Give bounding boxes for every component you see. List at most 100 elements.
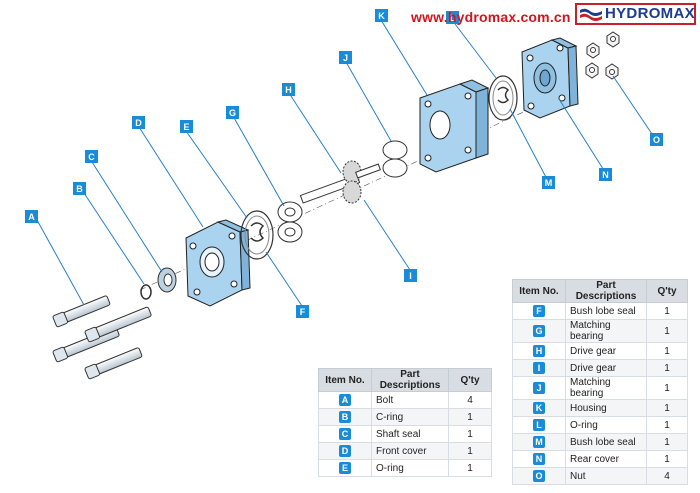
qty-cell: 1 xyxy=(646,302,688,320)
callout-label: A xyxy=(28,212,35,222)
qty-cell: 1 xyxy=(646,376,688,400)
item-cell: O xyxy=(512,467,566,485)
rear-cover-part xyxy=(521,37,579,119)
website-url[interactable]: www.hydromax.com.cn xyxy=(411,9,571,25)
item-cell: M xyxy=(512,433,566,451)
qty-cell: 1 xyxy=(448,408,492,426)
table-row: B C-ring 1 xyxy=(318,408,492,426)
item-cell: C xyxy=(318,425,372,443)
callout-label: K xyxy=(378,11,385,21)
matching-bearing-front-part xyxy=(277,201,303,243)
callout-label: H xyxy=(285,85,292,95)
table-row: C Shaft seal 1 xyxy=(318,425,492,443)
callout-g: G xyxy=(226,106,239,119)
item-badge: M xyxy=(533,436,545,448)
callout-label: J xyxy=(343,53,348,63)
item-badge: E xyxy=(339,462,351,474)
desc-cell: O-ring xyxy=(565,416,647,434)
qty-cell: 1 xyxy=(646,319,688,343)
callout-e: E xyxy=(180,120,193,133)
callout-f: F xyxy=(296,305,309,318)
callout-label: E xyxy=(183,122,189,132)
callout-label: M xyxy=(545,178,553,188)
callout-label: L xyxy=(450,13,456,23)
column-header-desc: Part Descriptions xyxy=(371,368,449,392)
desc-cell: Shaft seal xyxy=(371,425,449,443)
parts-table-left: Item No. Part Descriptions Q'ty A Bolt 4… xyxy=(318,368,492,477)
column-header-qty: Q'ty xyxy=(448,368,492,392)
parts-table-right: Item No. Part Descriptions Q'ty F Bush l… xyxy=(512,279,688,485)
table-row: H Drive gear 1 xyxy=(512,342,688,360)
table-row: E O-ring 1 xyxy=(318,459,492,477)
qty-cell: 1 xyxy=(646,433,688,451)
item-badge: N xyxy=(533,453,545,465)
c-ring-part xyxy=(140,284,152,300)
callout-label: O xyxy=(653,135,660,145)
item-badge: I xyxy=(533,362,545,374)
desc-cell: Matching bearing xyxy=(565,376,647,400)
qty-cell: 1 xyxy=(646,359,688,377)
table-row: K Housing 1 xyxy=(512,399,688,417)
item-badge: O xyxy=(533,470,545,482)
desc-cell: Front cover xyxy=(371,442,449,460)
callout-label: B xyxy=(76,184,83,194)
housing-part xyxy=(419,79,490,173)
item-cell: B xyxy=(318,408,372,426)
o-ring-front-part xyxy=(240,210,274,260)
callout-label: C xyxy=(88,152,95,162)
qty-cell: 1 xyxy=(448,442,492,460)
item-cell: L xyxy=(512,416,566,434)
o-ring-rear-part xyxy=(488,75,518,121)
desc-cell: C-ring xyxy=(371,408,449,426)
desc-cell: O-ring xyxy=(371,459,449,477)
table-row: J Matching bearing 1 xyxy=(512,376,688,400)
item-cell: I xyxy=(512,359,566,377)
callout-b: B xyxy=(73,182,86,195)
desc-cell: Rear cover xyxy=(565,450,647,468)
callout-label: F xyxy=(300,307,306,317)
item-cell: D xyxy=(318,442,372,460)
item-cell: E xyxy=(318,459,372,477)
qty-cell: 1 xyxy=(646,416,688,434)
item-cell: N xyxy=(512,450,566,468)
table-row: F Bush lobe seal 1 xyxy=(512,302,688,320)
brand-logo: HYDROMAX xyxy=(575,3,696,25)
item-badge: B xyxy=(339,411,351,423)
table-row: L O-ring 1 xyxy=(512,416,688,434)
item-badge: D xyxy=(339,445,351,457)
qty-cell: 1 xyxy=(448,459,492,477)
qty-cell: 1 xyxy=(646,450,688,468)
callout-label: G xyxy=(229,108,236,118)
callout-c: C xyxy=(85,150,98,163)
callout-k: K xyxy=(375,9,388,22)
desc-cell: Nut xyxy=(565,467,647,485)
qty-cell: 1 xyxy=(646,399,688,417)
table-row: G Matching bearing 1 xyxy=(512,319,688,343)
shaft-seal-part xyxy=(157,267,177,293)
item-badge: C xyxy=(339,428,351,440)
desc-cell: Bush lobe seal xyxy=(565,433,647,451)
callout-label: D xyxy=(135,118,142,128)
drive-gears-part xyxy=(299,160,381,204)
qty-cell: 1 xyxy=(646,342,688,360)
item-badge: K xyxy=(533,402,545,414)
desc-cell: Housing xyxy=(565,399,647,417)
column-header-qty: Q'ty xyxy=(646,279,688,303)
callout-m: M xyxy=(542,176,555,189)
item-badge: G xyxy=(533,325,545,337)
desc-cell: Matching bearing xyxy=(565,319,647,343)
callout-j: J xyxy=(339,51,352,64)
callout-n: N xyxy=(599,168,612,181)
desc-cell: Drive gear xyxy=(565,342,647,360)
qty-cell: 4 xyxy=(448,391,492,409)
table-row: D Front cover 1 xyxy=(318,442,492,460)
item-cell: K xyxy=(512,399,566,417)
item-cell: J xyxy=(512,376,566,400)
brand-name: HYDROMAX xyxy=(605,5,695,22)
desc-cell: Drive gear xyxy=(565,359,647,377)
leader-lines xyxy=(36,19,655,307)
table-row: N Rear cover 1 xyxy=(512,450,688,468)
desc-cell: Bolt xyxy=(371,391,449,409)
